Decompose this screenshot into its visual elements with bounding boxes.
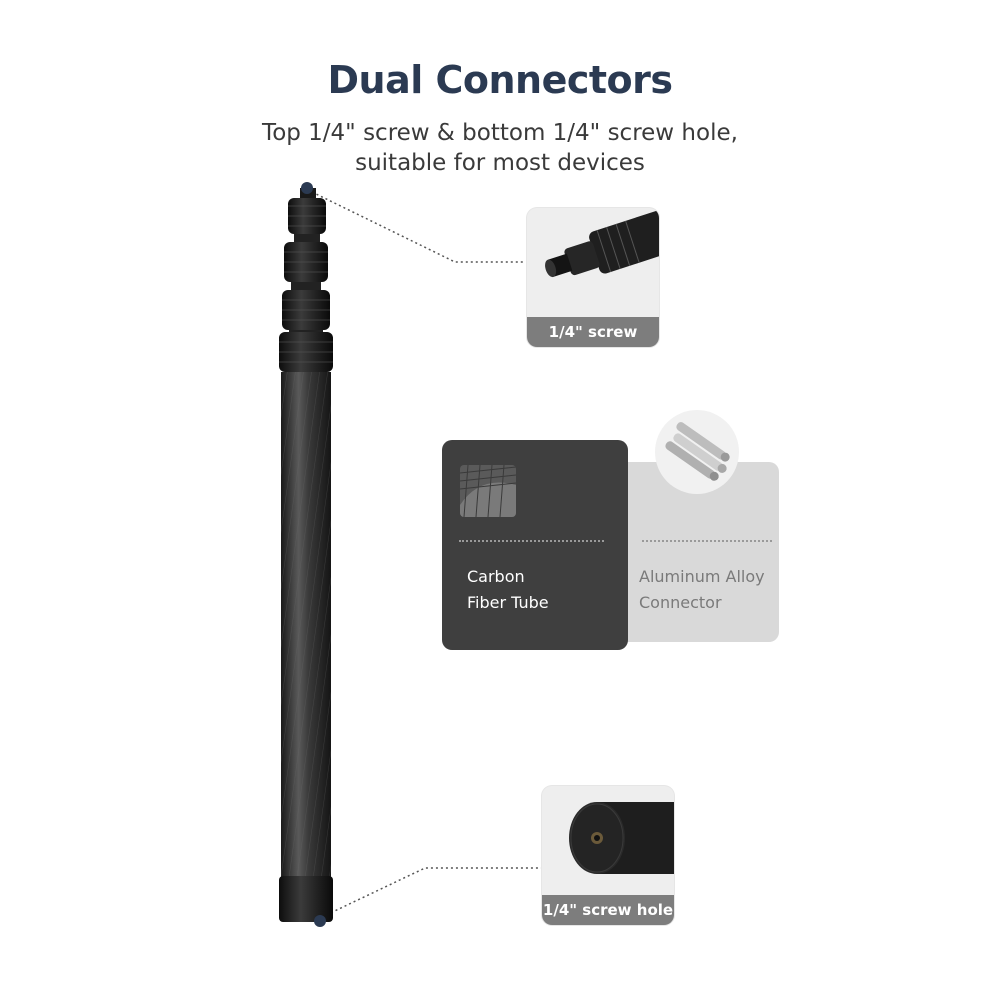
screw-closeup-image	[545, 210, 659, 278]
aluminum-line-2: Connector	[639, 593, 722, 612]
bottom-hole-label: 1/4" screw hole	[542, 895, 674, 925]
page-title: Dual Connectors	[327, 58, 673, 102]
top-screw-label: 1/4" screw	[527, 317, 659, 347]
subtitle-line-2: suitable for most devices	[355, 150, 645, 176]
screw-hole-closeup-image	[569, 802, 674, 874]
top-screw-thumbnail: 1/4" screw	[527, 208, 659, 347]
top-callout-line	[311, 191, 525, 263]
pole-knobs	[279, 198, 333, 372]
carbon-line-1: Carbon	[467, 567, 525, 586]
bottom-marker-dot	[314, 915, 326, 927]
carbon-text: Carbon Fiber Tube	[467, 564, 549, 616]
page-subtitle: Top 1/4" screw & bottom 1/4" screw hole,…	[200, 118, 800, 178]
aluminum-rods-icon	[655, 410, 739, 494]
carbon-line-2: Fiber Tube	[467, 593, 549, 612]
bottom-cap	[279, 876, 333, 922]
top-marker-dot	[301, 182, 313, 194]
carbon-divider	[459, 540, 604, 542]
bottom-callout-line	[321, 867, 542, 918]
subtitle-line-1: Top 1/4" screw & bottom 1/4" screw hole,	[262, 120, 738, 146]
bottom-hole-thumbnail: 1/4" screw hole	[542, 786, 674, 925]
aluminum-line-1: Aluminum Alloy	[639, 567, 765, 586]
aluminum-divider	[642, 540, 772, 542]
carbon-fiber-swatch-icon	[460, 465, 516, 517]
aluminum-text: Aluminum Alloy Connector	[639, 564, 765, 616]
